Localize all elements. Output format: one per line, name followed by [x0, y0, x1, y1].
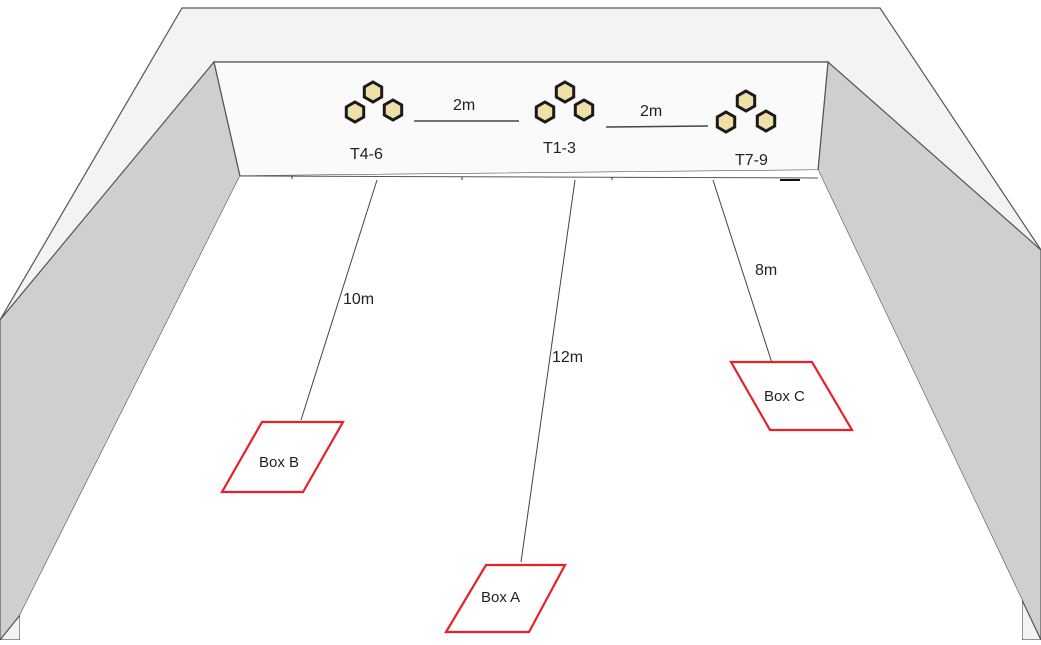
distance-line-c — [712, 179, 773, 364]
spacing-line-right — [605, 125, 709, 128]
hexagon-icon — [735, 89, 757, 113]
box-c-label: Box C — [764, 388, 805, 405]
distance-line-a — [520, 179, 576, 563]
range-floor — [20, 170, 1022, 640]
target-label-right: T7-9 — [735, 152, 768, 169]
spacing-label-left: 2m — [453, 97, 475, 114]
hexagon-icon — [755, 109, 777, 133]
hexagon-icon — [362, 80, 384, 104]
distance-label-b: 10m — [343, 291, 374, 308]
range-walls — [0, 7, 1041, 641]
hexagon-icon — [554, 80, 576, 104]
hexagon-icon — [715, 110, 737, 134]
spacing-label-right: 2m — [640, 103, 662, 120]
hexagon-icon — [344, 100, 366, 124]
box-c: Box C — [729, 360, 854, 432]
target-label-center: T1-3 — [543, 140, 576, 157]
box-a: Box A — [444, 563, 567, 634]
box-b: Box B — [220, 420, 345, 494]
distance-label-a: 12m — [552, 349, 583, 366]
target-label-left: T4-6 — [350, 146, 383, 163]
box-b-label: Box B — [259, 454, 299, 471]
box-a-label: Box A — [481, 589, 520, 606]
hexagon-icon — [534, 100, 556, 124]
hexagon-icon — [573, 98, 595, 122]
distance-line-b — [300, 179, 378, 421]
distance-label-c: 8m — [755, 262, 777, 279]
hexagon-icon — [382, 98, 404, 122]
